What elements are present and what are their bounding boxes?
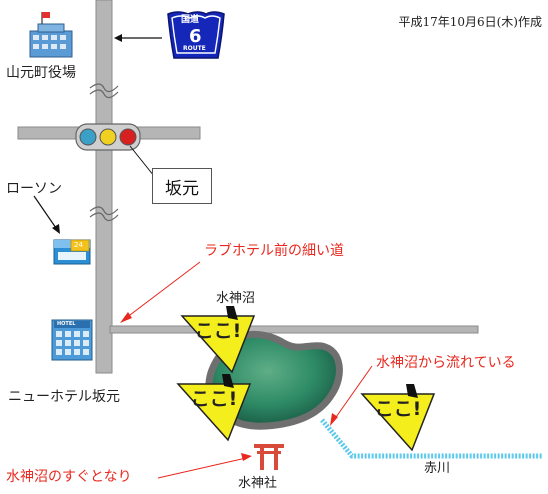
town-office-icon xyxy=(29,12,73,58)
warning-sign-river xyxy=(361,383,435,451)
narrow-road-arrow xyxy=(120,261,201,323)
date-note: 平成17年10月6日(木)作成 xyxy=(398,15,542,29)
stream xyxy=(320,418,542,459)
route-sign-number: 6 xyxy=(189,26,202,47)
shrine-arrow xyxy=(157,453,252,479)
convenience-badge: 24 xyxy=(74,241,83,249)
station-name-box: 坂元 xyxy=(152,168,212,204)
river-label: 赤川 xyxy=(424,461,451,476)
lawson-pointer-line xyxy=(33,195,57,229)
stream-annotation: 水神沼から流れている xyxy=(376,355,516,371)
route-sign-top: 国道 xyxy=(181,15,200,25)
route-6-sign xyxy=(167,11,225,59)
narrow-road xyxy=(109,325,479,334)
town-office-label: 山元町役場 xyxy=(6,65,76,81)
traffic-light-icon xyxy=(75,123,141,151)
station-name-label: 坂元 xyxy=(165,178,199,199)
route-sign-bottom: ROUTE xyxy=(183,45,206,52)
route-pointer-arrow xyxy=(114,34,162,42)
next-to-pond-annotation: 水神沼のすぐとなり xyxy=(6,469,132,485)
hotel-sign: HOTEL xyxy=(57,321,76,327)
warning-sign-shrine xyxy=(177,373,251,441)
hotel-icon xyxy=(51,319,93,361)
road-break-mark xyxy=(89,83,119,222)
pond-label: 水神沼 xyxy=(216,291,256,306)
route-6-road xyxy=(95,0,113,374)
convenience-store-icon xyxy=(53,239,91,265)
lawson-pointer-head xyxy=(52,224,60,234)
shrine-label: 水神社 xyxy=(238,476,278,491)
lawson-label: ローソン xyxy=(6,181,62,197)
torii-icon xyxy=(254,444,284,470)
stream-arrow xyxy=(330,365,373,426)
narrow-road-annotation: ラブホテル前の細い道 xyxy=(204,243,344,259)
station-pointer-line xyxy=(129,145,155,177)
hotel-label: ニューホテル坂元 xyxy=(8,389,120,405)
